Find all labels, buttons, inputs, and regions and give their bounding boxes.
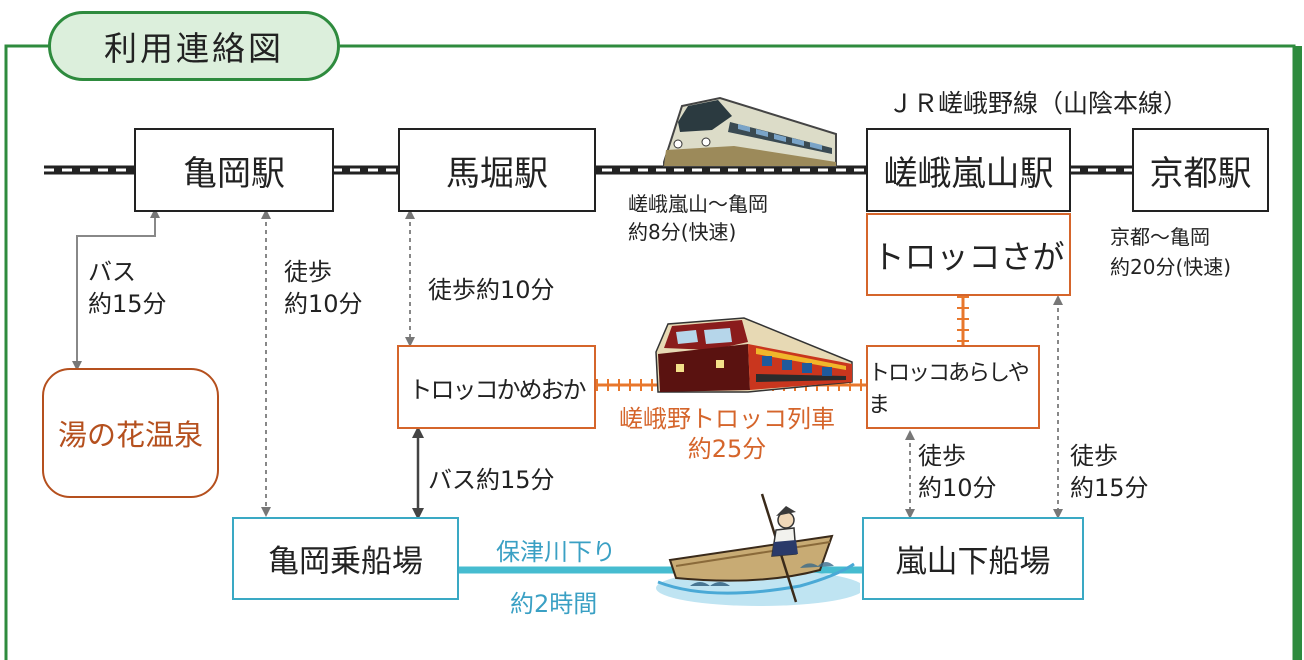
torokko-kameoka[interactable]: トロッコかめおか — [397, 345, 596, 429]
kameoka-pier-label: 亀岡乗船場 — [268, 544, 423, 580]
river-cruise-name: 保津川下り — [496, 538, 616, 566]
station-saga-arashiyama[interactable]: 嵯峨嵐山駅 — [866, 128, 1071, 212]
bus-yunohana-time: 約15分 — [88, 290, 167, 318]
torokko-saga-label: トロッコさが — [872, 237, 1065, 276]
jr-kyoto-kameoka-route: 京都〜亀岡 — [1110, 225, 1210, 249]
station-saga-arashiyama-label: 嵯峨嵐山駅 — [883, 153, 1054, 194]
torokko-kameoka-label: トロッコかめおか — [408, 375, 587, 404]
torokko-train-label: 嵯峨野トロッコ列車 約25分 — [598, 404, 856, 464]
bus-yunohana-mode: バス — [88, 258, 136, 286]
jr-train-icon — [663, 96, 837, 167]
arashiyama-pier-label: 嵐山下船場 — [895, 544, 1051, 580]
station-kyoto[interactable]: 京都駅 — [1132, 128, 1269, 212]
walk-kameoka-mode: 徒歩 — [284, 258, 332, 286]
bus-yunohana-label: バス 約15分 — [88, 256, 167, 320]
river-cruise-time: 約2時間 — [510, 590, 598, 618]
torokko-arashiyama-label: トロッコあらしやま — [868, 361, 1030, 418]
walk-kameoka-time: 約10分 — [284, 290, 363, 318]
station-umahori-label: 馬堀駅 — [446, 153, 548, 194]
diagram-title: 利用連絡図 — [104, 29, 284, 68]
station-umahori[interactable]: 馬堀駅 — [398, 128, 596, 212]
title-pill: 利用連絡図 — [48, 11, 340, 81]
jr-saga-kameoka-route: 嵯峨嵐山〜亀岡 — [628, 192, 768, 216]
walk-kameoka-label: 徒歩 約10分 — [284, 256, 363, 320]
torokko-train-name: 嵯峨野トロッコ列車 — [619, 405, 835, 433]
walk-saga-time: 約15分 — [1070, 474, 1149, 502]
torokko-arashiyama[interactable]: トロッコあらしやま — [866, 345, 1040, 429]
jr-line-name: ＪＲ嵯峨野線（山陰本線） — [888, 89, 1189, 118]
jr-kyoto-kameoka-time: 約20分(快速) — [1110, 255, 1232, 279]
bus-route-yunohana — [72, 208, 160, 371]
walk-umahori-label: 徒歩約10分 — [428, 276, 555, 304]
jr-kyoto-kameoka-label: 京都〜亀岡 約20分(快速) — [1110, 222, 1231, 282]
jr-saga-kameoka-time: 約8分(快速) — [628, 220, 737, 244]
walk-arashiyama-label: 徒歩 約10分 — [918, 440, 997, 504]
torokko-saga[interactable]: トロッコさが — [866, 213, 1071, 296]
walk-arashiyama-time: 約10分 — [918, 474, 997, 502]
arashiyama-pier[interactable]: 嵐山下船場 — [862, 517, 1084, 600]
jr-saga-kameoka-label: 嵯峨嵐山〜亀岡 約8分(快速) — [628, 190, 768, 246]
walk-saga-mode: 徒歩 — [1070, 442, 1118, 470]
station-kameoka[interactable]: 亀岡駅 — [134, 128, 334, 212]
yunohana-onsen-label: 湯の花温泉 — [57, 418, 203, 452]
station-kameoka-label: 亀岡駅 — [183, 153, 285, 194]
bus-pier-label: バス約15分 — [428, 466, 555, 494]
torokko-train-icon — [655, 317, 853, 393]
torokko-train-time: 約25分 — [687, 435, 767, 463]
walk-arashiyama-mode: 徒歩 — [918, 442, 966, 470]
station-kyoto-label: 京都駅 — [1149, 153, 1252, 194]
walk-saga-label: 徒歩 約15分 — [1070, 440, 1149, 504]
yunohana-onsen[interactable]: 湯の花温泉 — [42, 368, 219, 498]
kameoka-pier[interactable]: 亀岡乗船場 — [232, 517, 459, 600]
boat-icon — [656, 493, 860, 606]
